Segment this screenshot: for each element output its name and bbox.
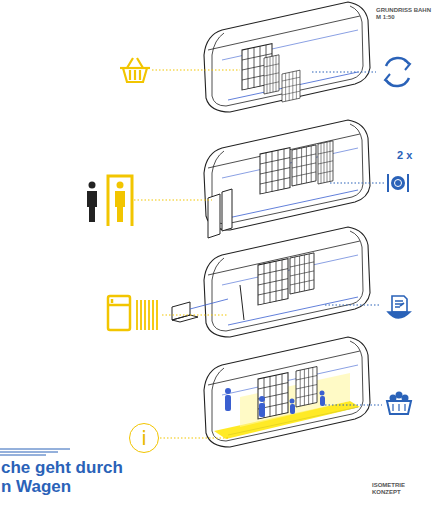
- fruit-basket-icon: [387, 392, 411, 415]
- heading-fragment: n Wagen: [1, 478, 201, 495]
- rotate-icon: [385, 58, 410, 86]
- view-title: ISOMETRIE KONZEPT: [372, 482, 416, 496]
- count-label: 2 x: [397, 150, 427, 161]
- train-car: [172, 227, 370, 337]
- leader-line: [312, 72, 384, 405]
- person-icon: [87, 176, 132, 226]
- info-symbol: i: [141, 428, 147, 448]
- recipe-icon: [388, 296, 410, 318]
- train-car: [204, 120, 370, 238]
- decor-lines: [0, 449, 70, 455]
- plan-title: GRUNDRISS BAHN M 1:50: [376, 7, 432, 21]
- train-car: [204, 2, 370, 112]
- info-circle: i: [129, 423, 159, 453]
- train-car: [204, 337, 370, 447]
- plate-icon: [388, 174, 408, 192]
- fridge-icon: [108, 296, 157, 330]
- basket-icon: [120, 58, 150, 82]
- heading-fragment: che geht durch: [1, 459, 201, 476]
- leader-line: [134, 70, 240, 438]
